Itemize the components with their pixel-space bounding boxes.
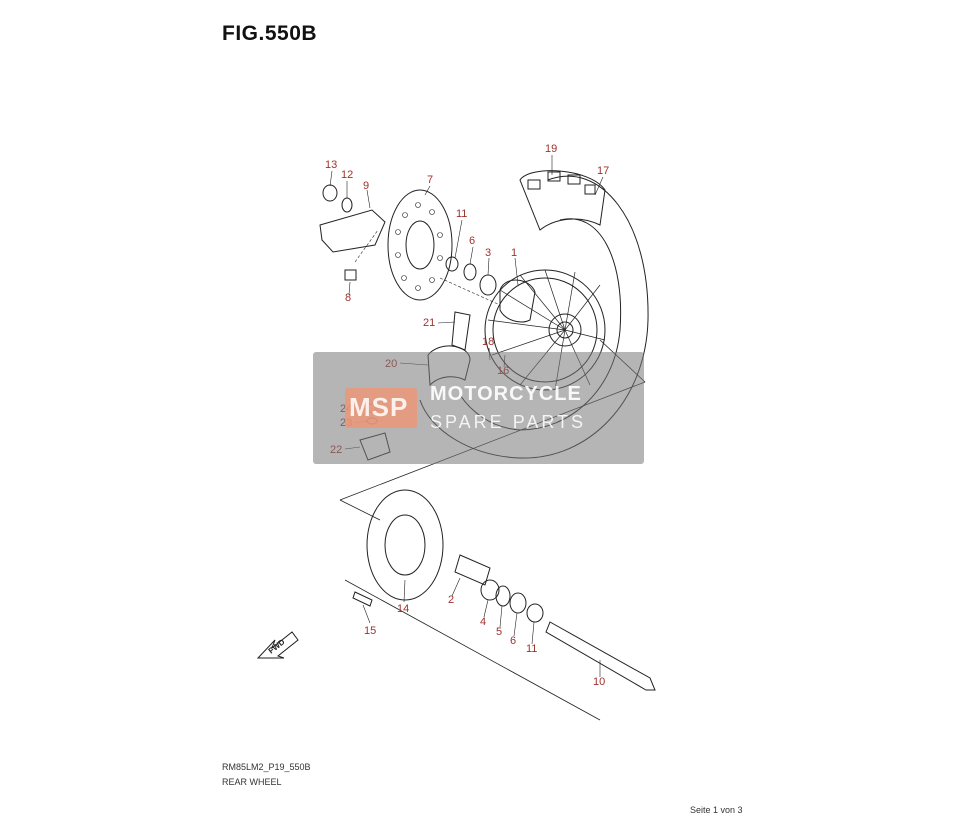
callout-17: 17 (597, 165, 609, 177)
figure-code: RM85LM2_P19_550B (222, 762, 311, 772)
callout-18: 18 (482, 336, 494, 348)
axle-10 (545, 621, 656, 691)
bolt-8 (344, 269, 357, 281)
page-indicator: Seite 1 von 3 (690, 805, 743, 815)
collar-6 (463, 263, 477, 281)
callout-3: 3 (485, 247, 491, 259)
bolt-15 (352, 591, 373, 607)
nut-11b (526, 603, 544, 623)
callout-11: 11 (456, 208, 467, 220)
bearing-4 (480, 579, 500, 601)
callout-15: 15 (364, 625, 376, 637)
callout-19: 19 (545, 143, 557, 155)
watermark-badge (345, 388, 417, 428)
collar-3 (479, 274, 497, 296)
callout-11b: 11 (526, 643, 537, 655)
sprocket (366, 489, 444, 601)
fwd-arrow (256, 631, 299, 659)
hub (548, 313, 582, 347)
callout-10: 10 (593, 676, 605, 688)
callout-6: 6 (469, 235, 475, 247)
callout-6b: 6 (510, 635, 516, 647)
watermark-name: MOTORCYCLE (430, 383, 582, 405)
nut-11 (445, 256, 459, 272)
callout-2: 2 (448, 594, 454, 606)
callout-1: 1 (511, 247, 517, 259)
callout-5: 5 (496, 626, 502, 638)
circlip-5 (495, 585, 511, 607)
watermark-subtitle: SPARE PARTS (430, 412, 587, 432)
callout-7: 7 (427, 174, 433, 186)
figure-title: FIG.550B (222, 22, 318, 45)
callout-4: 4 (480, 616, 486, 628)
callout-9: 9 (363, 180, 369, 192)
callout-8: 8 (345, 292, 351, 304)
seal-6 (509, 592, 527, 614)
nut-13 (322, 184, 338, 202)
callout-21: 21 (423, 317, 435, 329)
callout-14: 14 (397, 603, 409, 615)
bracket (319, 209, 386, 253)
hub-flange (499, 279, 536, 323)
callout-13: 13 (325, 159, 337, 171)
tread (519, 170, 606, 231)
valve-21 (451, 311, 471, 351)
collar-2 (454, 554, 491, 586)
brake-disc (387, 189, 453, 301)
callout-12: 12 (341, 169, 353, 181)
figure-caption: REAR WHEEL (222, 777, 282, 787)
watermark-badge-text: MSP (349, 392, 409, 422)
washer-12 (341, 197, 353, 213)
